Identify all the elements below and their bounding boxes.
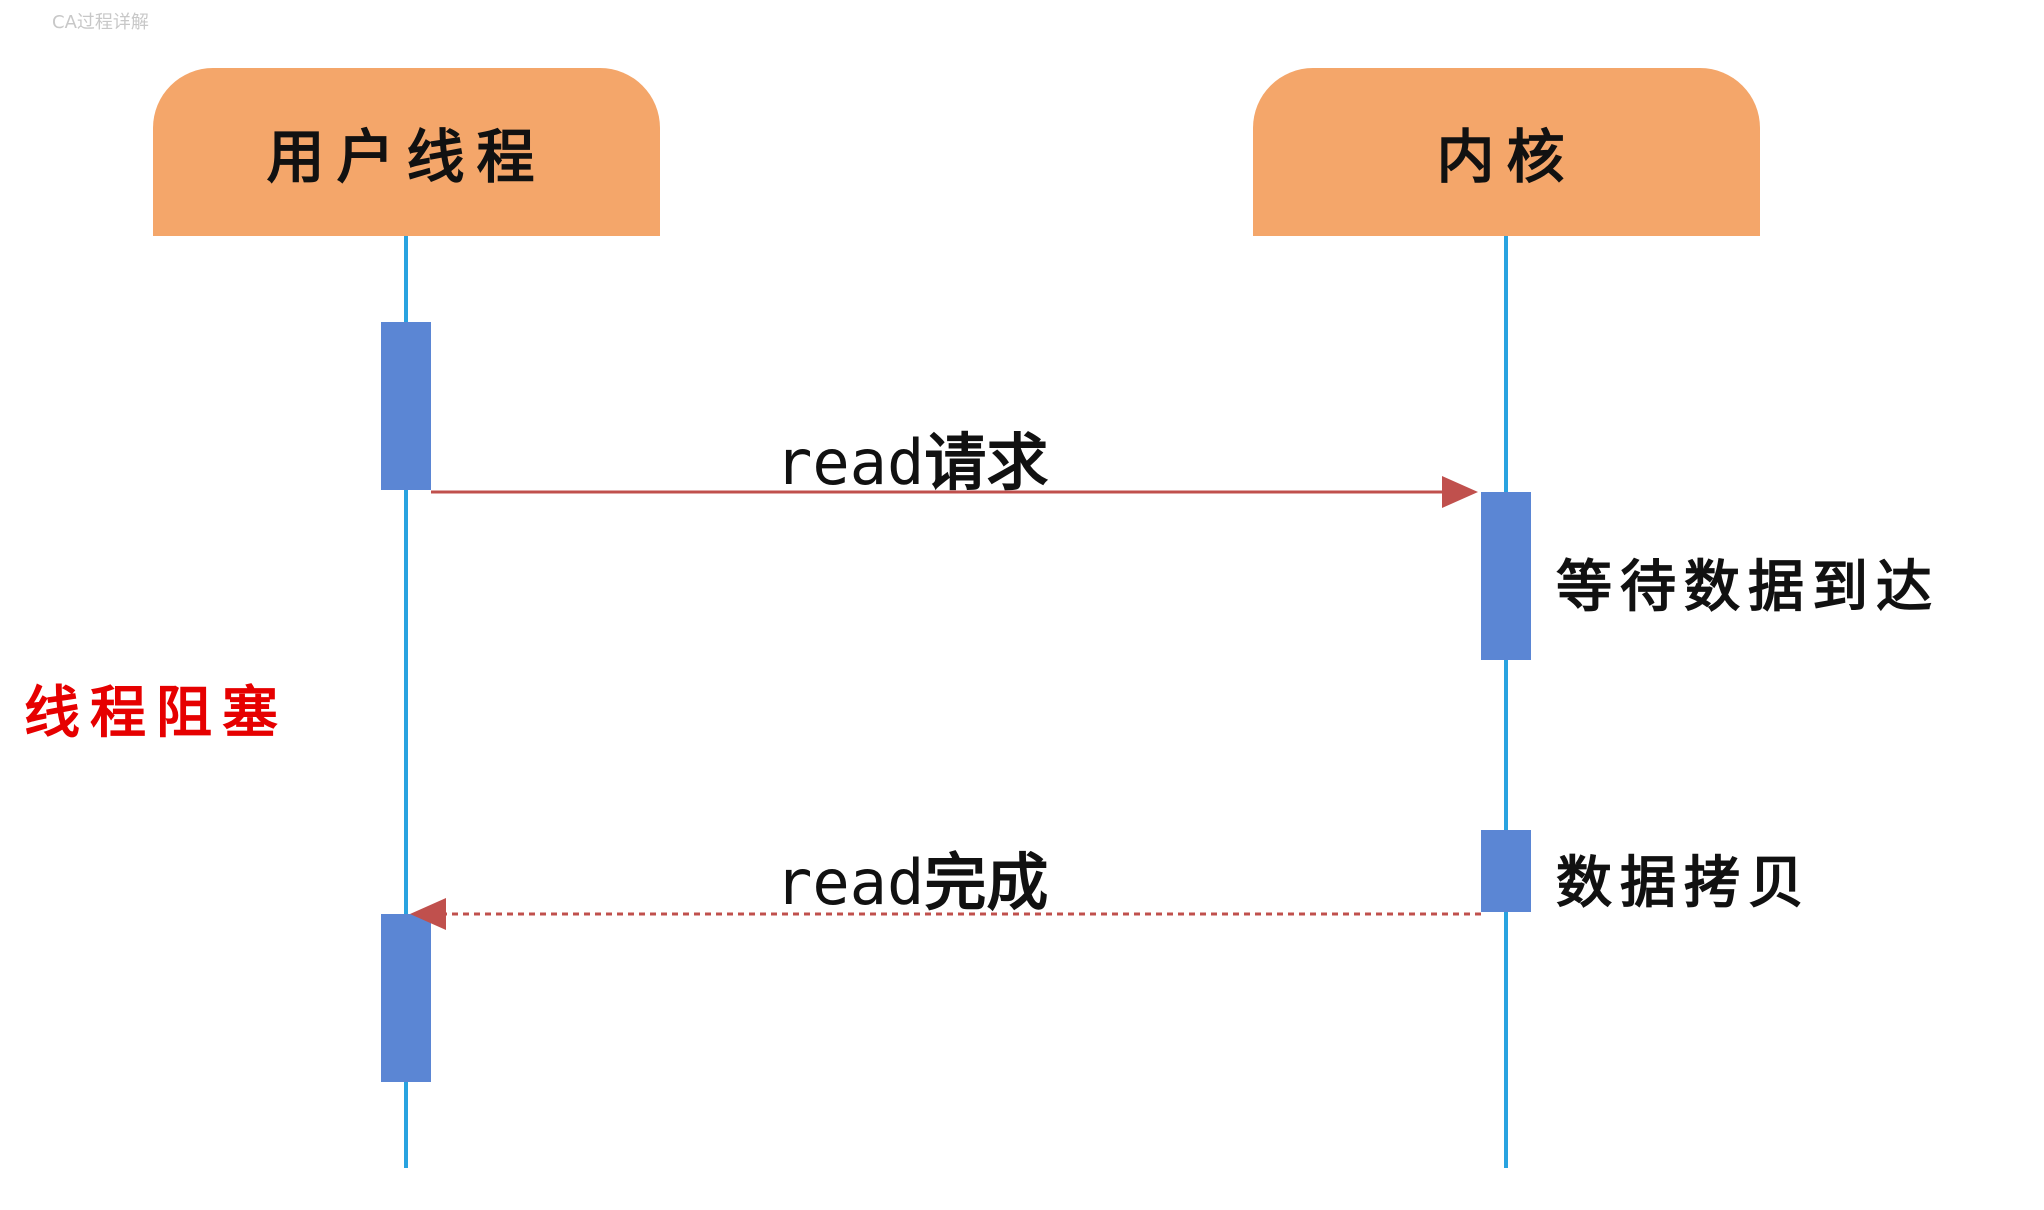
thread-blocked-note: 线程阻塞 (24, 681, 288, 746)
top-caption: CA过程详解 (52, 12, 149, 33)
kernel-activation-wait (1481, 492, 1531, 660)
read-complete-label: read完成 (775, 832, 1048, 922)
wait-data-note: 等待数据到达 (1556, 555, 1940, 620)
read-request-label: read请求 (775, 412, 1048, 502)
read-complete-arrowhead (410, 898, 446, 930)
kernel-header: 内核 (1253, 68, 1760, 236)
read-complete-prefix: read (775, 846, 925, 919)
read-request-arrowhead (1442, 476, 1478, 508)
user-activation-bottom (381, 914, 431, 1082)
user-thread-header: 用户线程 (153, 68, 660, 236)
user-thread-label: 用户线程 (266, 123, 547, 191)
read-request-prefix: read (775, 426, 925, 499)
read-complete-suffix: 完成 (924, 846, 1049, 919)
kernel-activation-copy (1481, 830, 1531, 912)
copy-data-note: 数据拷贝 (1556, 851, 1812, 916)
kernel-label: 内核 (1436, 123, 1577, 191)
user-activation-top (381, 322, 431, 490)
read-request-suffix: 请求 (924, 426, 1049, 499)
